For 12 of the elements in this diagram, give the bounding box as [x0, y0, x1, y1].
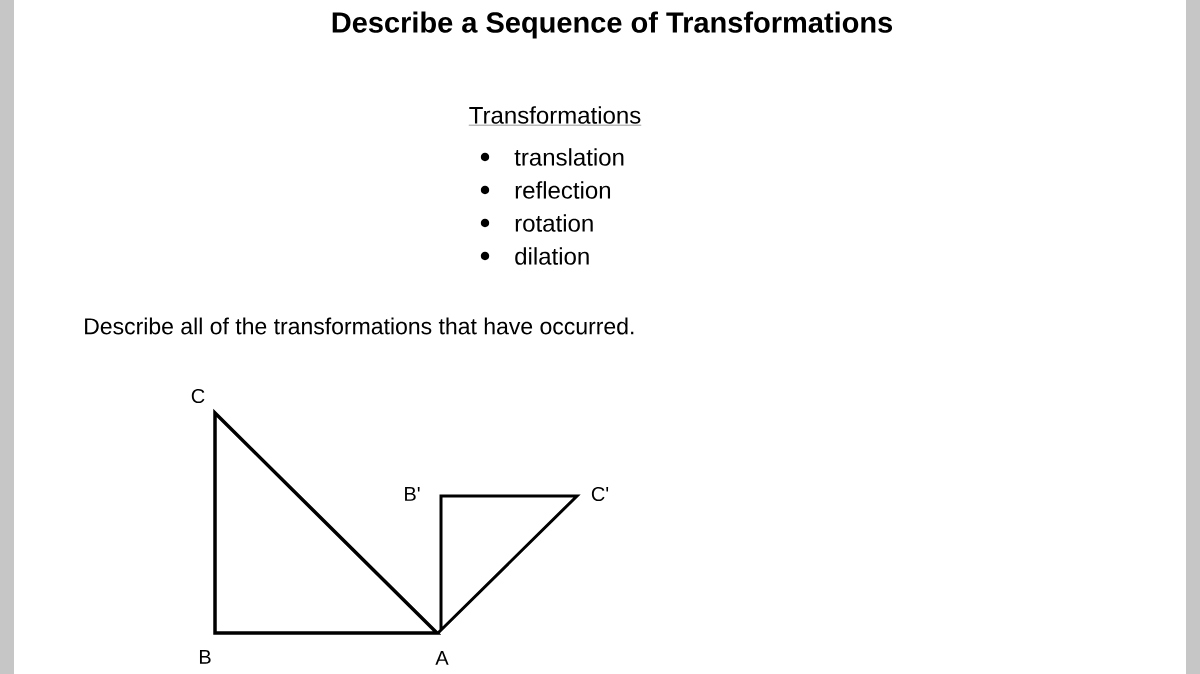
- vertex-label: C: [191, 388, 205, 404]
- heading: Transformations: [468, 106, 642, 126]
- list-item: rotation: [515, 214, 593, 232]
- instruction-text: Describe all of the transformations that have occurred.: [85, 317, 634, 335]
- list-item: translation: [514, 148, 624, 166]
- vertex-label: B: [200, 650, 211, 664]
- vertex-label: B': [405, 487, 420, 501]
- vertex-label: C': [591, 486, 609, 502]
- list-item: dilation: [515, 247, 589, 265]
- vertex-label: A: [435, 651, 449, 665]
- list-item: reflection: [515, 181, 610, 199]
- title: Describe a Sequence of Transformations: [332, 11, 893, 39]
